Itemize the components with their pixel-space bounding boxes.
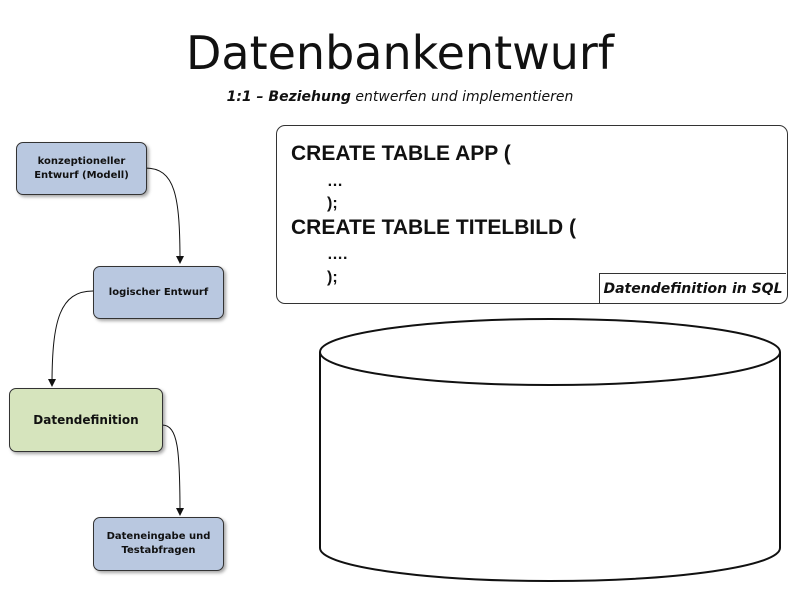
sql-line-ellipsis-1: …	[327, 173, 343, 190]
subtitle-rest: entwerfen und implementieren	[350, 89, 574, 105]
sql-line-ellipsis-2: ….	[327, 246, 348, 263]
step-konzeptioneller-line2: Entwurf (Modell)	[34, 169, 129, 181]
sql-line-close-2: );	[327, 269, 338, 286]
step-konzeptioneller-line1: konzeptioneller	[37, 155, 126, 167]
sql-line-close-1: );	[327, 195, 338, 212]
sql-line-create-titelbild: CREATE TABLE TITELBILD (	[291, 216, 577, 239]
sql-line-create-app: CREATE TABLE APP (	[291, 142, 511, 165]
step-dateneingabe-line1: Dateneingabe und	[106, 531, 211, 542]
arrow-datendefinition-to-dateneingabe	[161, 424, 184, 516]
arrow-konzeptionell-to-logisch	[144, 167, 184, 264]
sql-caption: Datendefinition in SQL	[599, 273, 786, 303]
step-logischer-label: logischer Entwurf	[108, 286, 209, 298]
step-logischer-entwurf: logischer Entwurf	[93, 266, 224, 319]
step-datendefinition: Datendefinition	[9, 388, 163, 452]
page-title: Datenbankentwurf	[185, 26, 614, 80]
step-dateneingabe-line2: Testabfragen	[121, 545, 196, 556]
subtitle: 1:1 – Beziehung entwerfen und implementi…	[0, 89, 800, 105]
subtitle-bold: 1:1 – Beziehung	[226, 89, 351, 105]
arrow-logisch-to-datendefinition	[48, 290, 94, 387]
database-cylinder	[319, 318, 781, 582]
step-datendefinition-label: Datendefinition	[33, 413, 139, 427]
